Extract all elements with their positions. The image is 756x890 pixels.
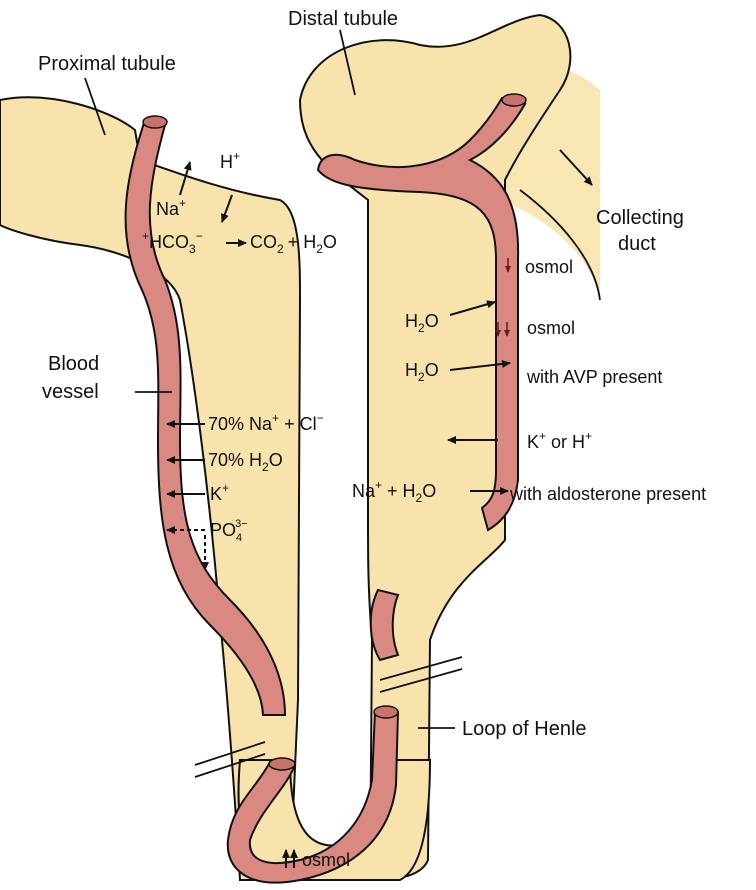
- label-blood-vessel-2: vessel: [42, 381, 99, 403]
- label-loop-osmol: osmol: [302, 850, 350, 870]
- label-blood-vessel-1: Blood: [48, 353, 99, 375]
- label-collecting-duct-1: Collecting: [596, 207, 684, 229]
- blood-vessel-loop-end-right: [374, 706, 398, 718]
- label-osmol-1: osmol: [525, 257, 573, 277]
- label-collecting-duct-2: duct: [618, 233, 656, 255]
- label-loop-of-henle: Loop of Henle: [462, 718, 587, 740]
- label-distal-tubule: Distal tubule: [288, 8, 398, 30]
- blood-vessel-distal-end: [502, 94, 526, 106]
- label-na-h2o-distal: Na+ + H2O: [352, 478, 436, 505]
- label-k-or-h: K+ or H+: [527, 429, 592, 452]
- label-proximal-tubule: Proximal tubule: [38, 53, 176, 75]
- blood-vessel-end-top: [143, 116, 167, 128]
- label-avp: with AVP present: [526, 367, 662, 387]
- label-h-ion: H+: [220, 149, 240, 172]
- label-aldosterone: with aldosterone present: [509, 484, 706, 504]
- label-na-cl-70: 70% Na+ + Cl−: [208, 411, 324, 434]
- label-osmol-2: osmol: [527, 318, 575, 338]
- blood-vessel-loop-end-left: [269, 758, 295, 770]
